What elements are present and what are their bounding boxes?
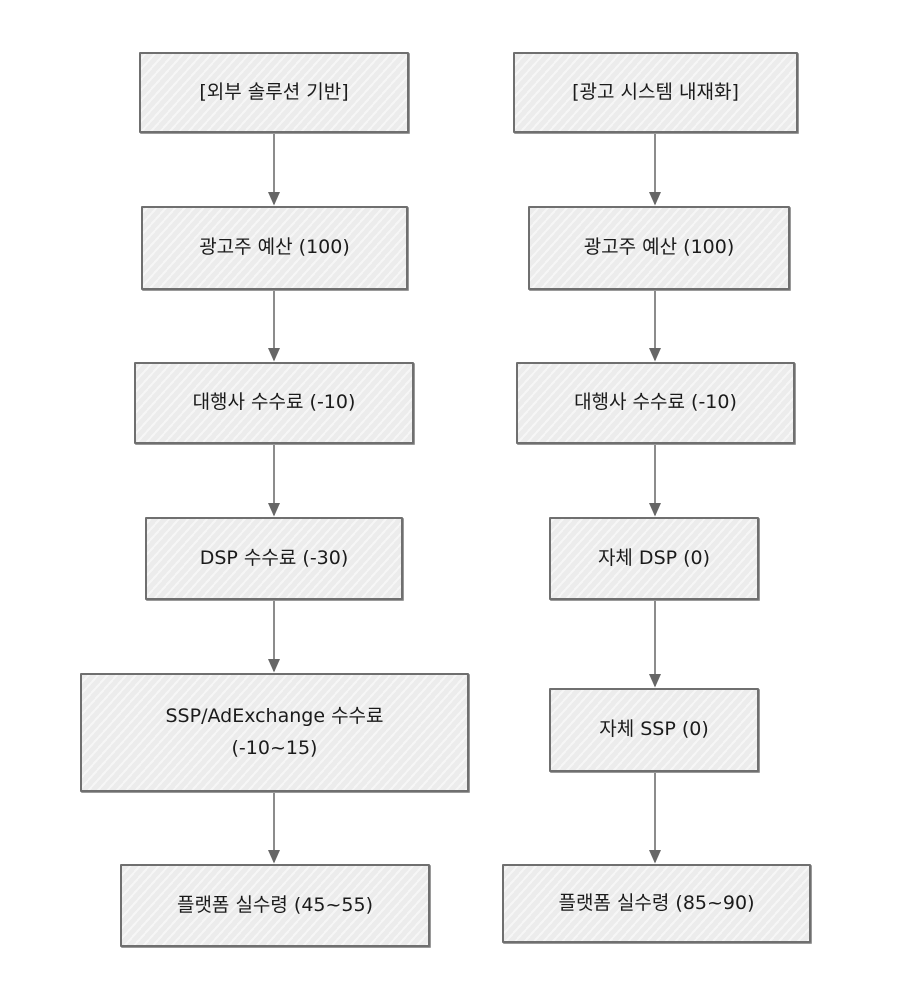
left-step-3-label: DSP 수수료 (-30) bbox=[199, 546, 349, 569]
right-step-2-label: 대행사 수수료 (-10) bbox=[574, 391, 737, 414]
left-step-1-label: 광고주 예산 (100) bbox=[199, 236, 350, 259]
left-step-2-label: 대행사 수수료 (-10) bbox=[192, 391, 356, 414]
left-step-3-box: DSP 수수료 (-30) bbox=[145, 517, 403, 600]
left-header-label: [외부 솔루션 기반] bbox=[199, 80, 349, 103]
right-step-1-label: 광고주 예산 (100) bbox=[583, 236, 735, 259]
left-step-5-box: 플랫폼 실수령 (45~55) bbox=[120, 864, 430, 947]
right-step-3-box: 자체 DSP (0) bbox=[549, 517, 759, 600]
left-step-1-box: 광고주 예산 (100) bbox=[141, 206, 408, 290]
left-step-4-box: SSP/AdExchange 수수료 (-10~15) bbox=[80, 673, 469, 792]
right-step-4-label: 자체 SSP (0) bbox=[599, 718, 709, 741]
right-step-2-box: 대행사 수수료 (-10) bbox=[516, 362, 795, 444]
right-header-label: [광고 시스템 내재화] bbox=[572, 80, 739, 103]
right-step-5-label: 플랫폼 실수령 (85~90) bbox=[558, 891, 755, 914]
right-step-3-label: 자체 DSP (0) bbox=[597, 546, 711, 569]
left-step-4-label: SSP/AdExchange 수수료 (-10~15) bbox=[165, 705, 384, 759]
right-step-4-box: 자체 SSP (0) bbox=[549, 688, 759, 772]
left-step-2-box: 대행사 수수료 (-10) bbox=[134, 362, 414, 444]
left-step-5-label: 플랫폼 실수령 (45~55) bbox=[176, 893, 374, 916]
right-step-1-box: 광고주 예산 (100) bbox=[528, 206, 790, 290]
left-header-box: [외부 솔루션 기반] bbox=[139, 52, 409, 133]
right-header-box: [광고 시스템 내재화] bbox=[513, 52, 798, 133]
right-step-5-box: 플랫폼 실수령 (85~90) bbox=[502, 864, 811, 943]
